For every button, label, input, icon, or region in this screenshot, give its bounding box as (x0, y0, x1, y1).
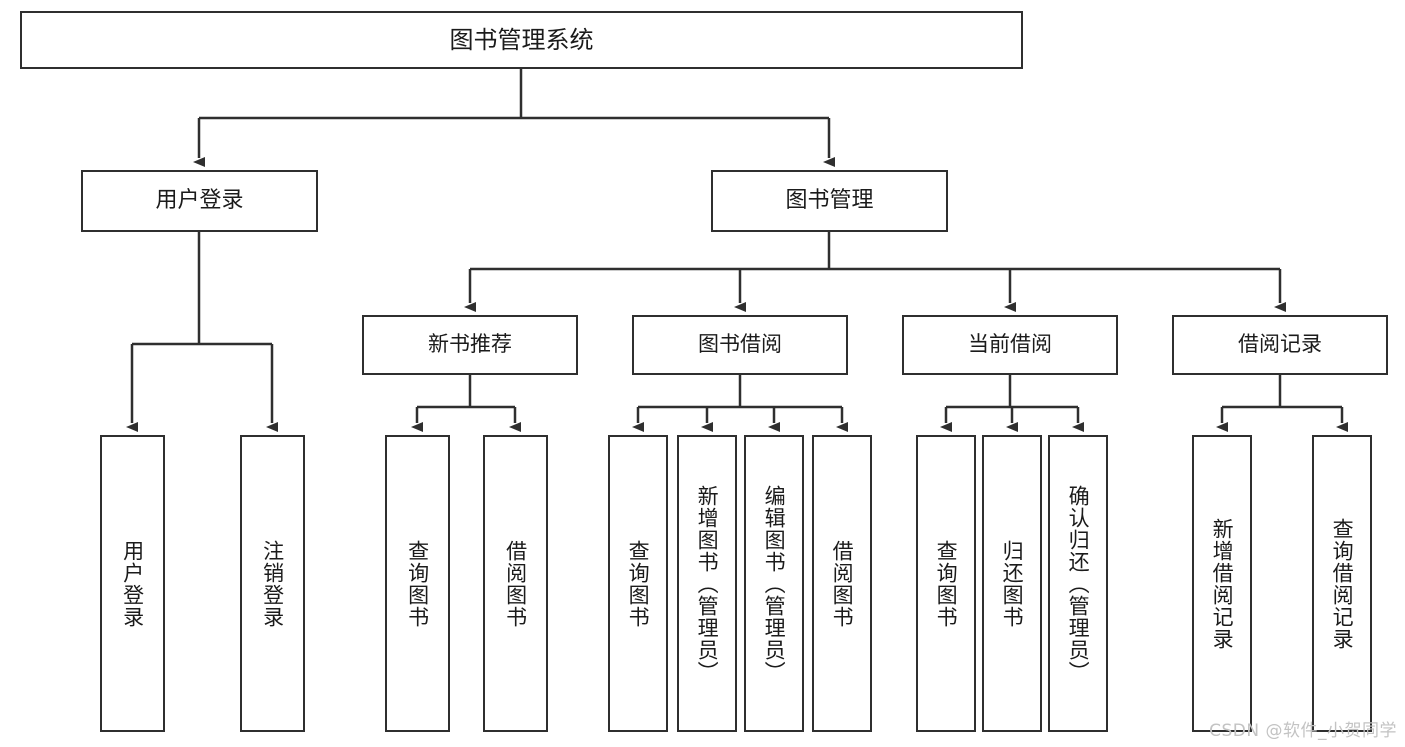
leaf-node-box[interactable]: 确认归还（管理员） (1048, 435, 1108, 732)
leaf-node-box[interactable]: 用户登录 (100, 435, 165, 732)
leaf-node-label: 查询图书 (934, 539, 959, 628)
level2-node-label: 用户登录 (155, 187, 244, 213)
leaf-node-label: 借阅图书 (830, 539, 855, 628)
leaf-node-box[interactable]: 查询借阅记录 (1312, 435, 1372, 732)
level3-node-box[interactable]: 新书推荐 (362, 315, 578, 375)
leaf-node-label: 编辑图书（管理员） (762, 484, 787, 683)
leaf-node-label: 查询图书 (405, 539, 430, 628)
watermark-label: CSDN @软件_小贺同学 (1209, 721, 1397, 741)
leaf-node-label: 查询图书 (626, 539, 651, 628)
leaf-node-label: 新增图书（管理员） (695, 484, 720, 683)
level3-node-label: 图书借阅 (698, 332, 782, 357)
level3-node-box[interactable]: 图书借阅 (632, 315, 848, 375)
leaf-node-label: 新增借阅记录 (1210, 517, 1235, 650)
root-node-box[interactable]: 图书管理系统 (20, 11, 1023, 69)
leaf-node-box[interactable]: 查询图书 (916, 435, 976, 732)
leaf-node-box[interactable]: 编辑图书（管理员） (744, 435, 804, 732)
level2-node-box[interactable]: 图书管理 (711, 170, 948, 232)
level3-node-label: 新书推荐 (428, 332, 512, 357)
leaf-node-box[interactable]: 新增图书（管理员） (677, 435, 737, 732)
leaf-node-box[interactable]: 查询图书 (385, 435, 450, 732)
level2-node-label: 图书管理 (785, 187, 874, 213)
leaf-node-label: 注销登录 (260, 539, 285, 628)
leaf-node-box[interactable]: 注销登录 (240, 435, 305, 732)
leaf-node-box[interactable]: 查询图书 (608, 435, 668, 732)
leaf-node-label: 归还图书 (1000, 539, 1025, 628)
leaf-node-box[interactable]: 归还图书 (982, 435, 1042, 732)
leaf-node-box[interactable]: 新增借阅记录 (1192, 435, 1252, 732)
leaf-node-label: 借阅图书 (503, 539, 528, 628)
level3-node-box[interactable]: 当前借阅 (902, 315, 1118, 375)
level3-node-label: 借阅记录 (1238, 332, 1322, 357)
leaf-node-label: 确认归还（管理员） (1066, 484, 1091, 683)
level3-node-label: 当前借阅 (968, 332, 1052, 357)
level2-node-box[interactable]: 用户登录 (81, 170, 318, 232)
leaf-node-box[interactable]: 借阅图书 (812, 435, 872, 732)
leaf-node-label: 查询借阅记录 (1330, 517, 1355, 650)
root-node-label: 图书管理系统 (449, 25, 594, 54)
level3-node-box[interactable]: 借阅记录 (1172, 315, 1388, 375)
leaf-node-box[interactable]: 借阅图书 (483, 435, 548, 732)
leaf-node-label: 用户登录 (120, 539, 145, 628)
